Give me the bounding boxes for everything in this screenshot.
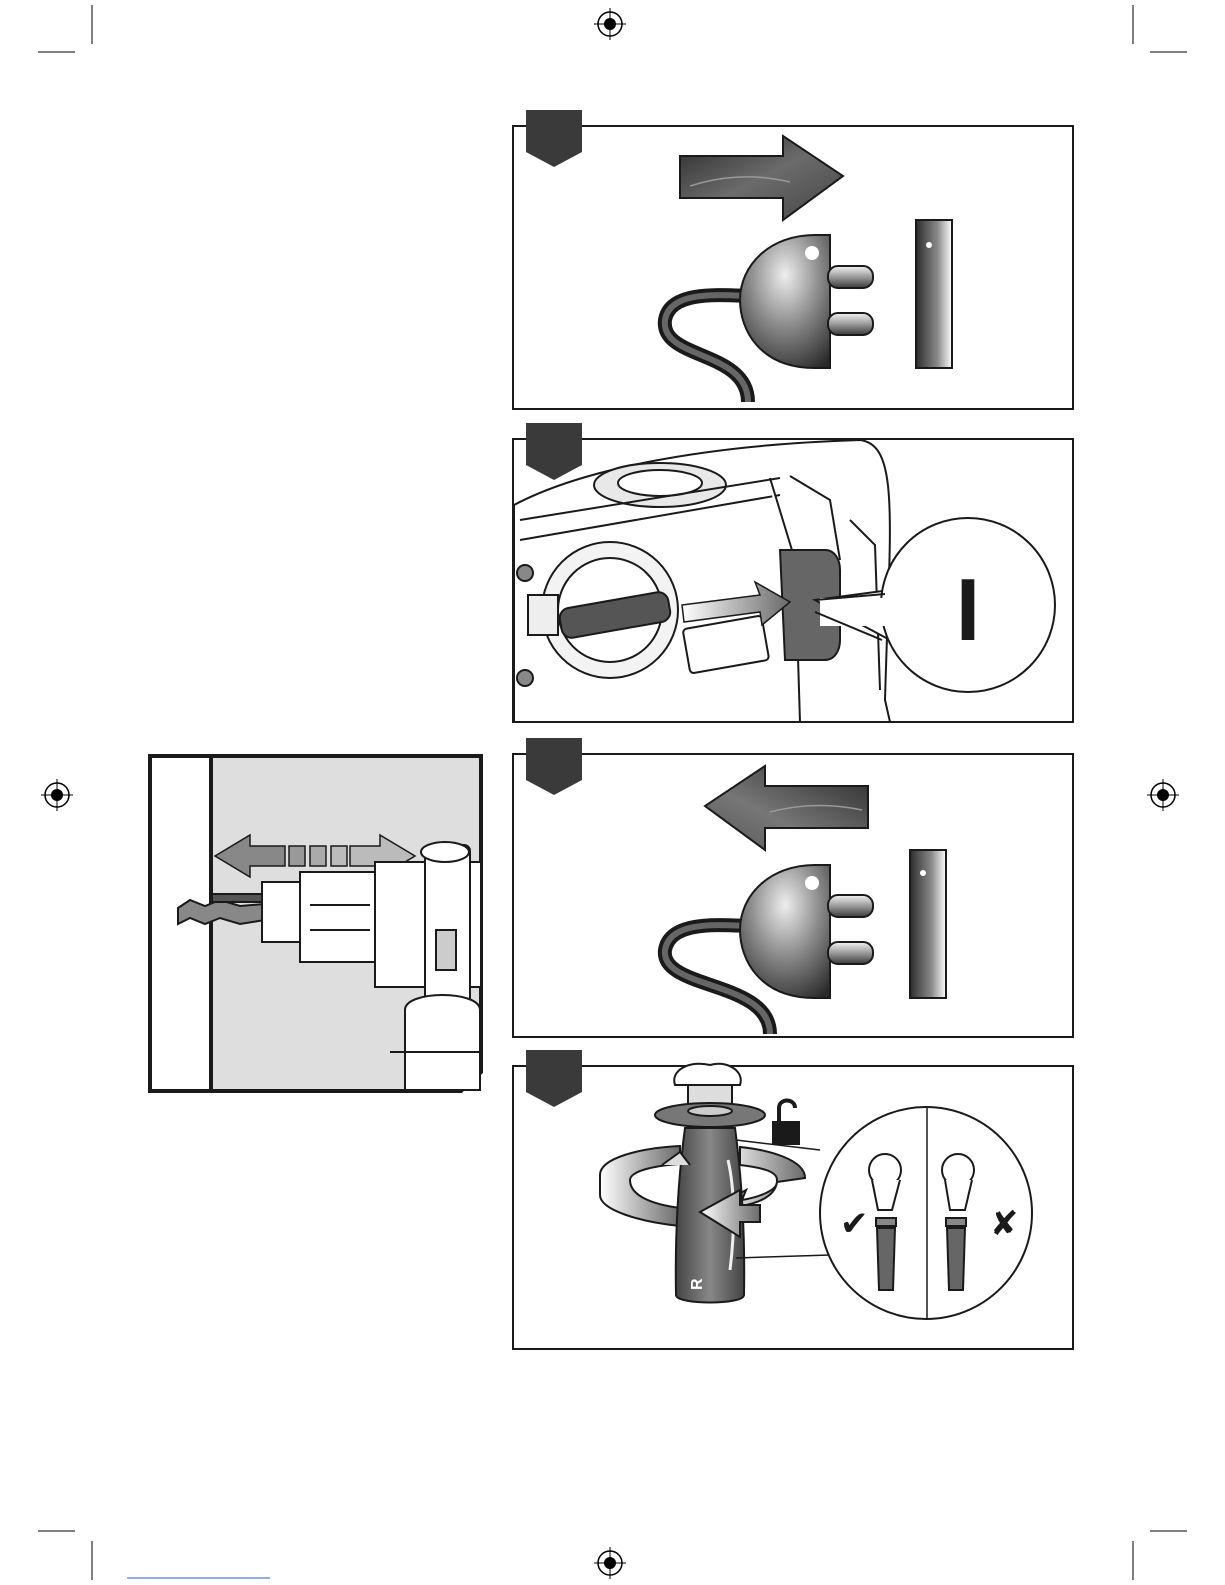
wall-socket-icon xyxy=(916,220,952,368)
registration-mark-bottom xyxy=(594,1547,626,1579)
registration-mark-left xyxy=(41,779,73,811)
power-switch-icon: I xyxy=(956,560,980,659)
panel-side-handle: R ✔ ✘ xyxy=(513,1050,1073,1349)
depth-gauge-figure xyxy=(150,756,482,1091)
panel-switch-on: I xyxy=(513,423,1073,722)
panel-plug-in-power xyxy=(513,738,1073,1037)
cross-mark-icon: ✘ xyxy=(990,1204,1019,1244)
registration-mark-right xyxy=(1147,779,1179,811)
registration-mark-top xyxy=(594,8,626,40)
check-mark-icon: ✔ xyxy=(840,1204,869,1244)
hammer-drill-body xyxy=(514,440,890,722)
wall-socket-icon xyxy=(910,850,946,998)
panel-unplug-power xyxy=(513,110,1073,409)
handle-brand-mark: R xyxy=(689,1278,706,1290)
